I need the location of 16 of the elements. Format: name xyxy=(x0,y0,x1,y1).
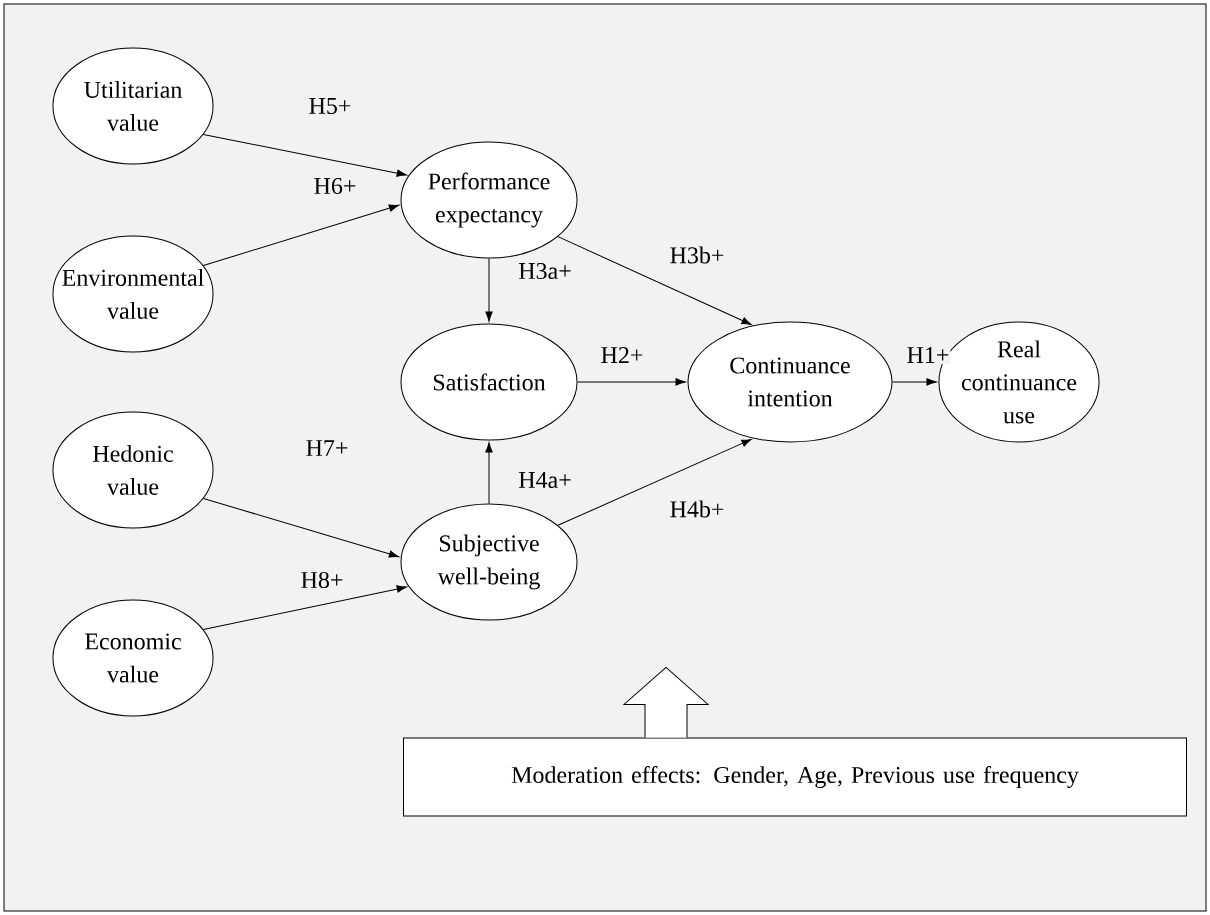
arrow xyxy=(202,497,400,558)
arrow xyxy=(202,204,400,267)
arrow xyxy=(557,236,752,326)
arrow xyxy=(202,133,407,177)
moderation-box: Moderation effects: Gender, Age, Previous use frequency xyxy=(403,737,1187,817)
arrow xyxy=(202,585,407,631)
arrow xyxy=(577,378,686,386)
edge-label: H5+ xyxy=(307,97,353,115)
edge-label: H7+ xyxy=(304,439,350,457)
arrow xyxy=(485,442,493,504)
arrow xyxy=(557,438,752,526)
edge-label: H2+ xyxy=(599,346,645,364)
arrow xyxy=(892,378,937,386)
edge-label: H1+ xyxy=(905,346,951,364)
arrow xyxy=(485,258,493,322)
block-arrow xyxy=(623,667,709,738)
